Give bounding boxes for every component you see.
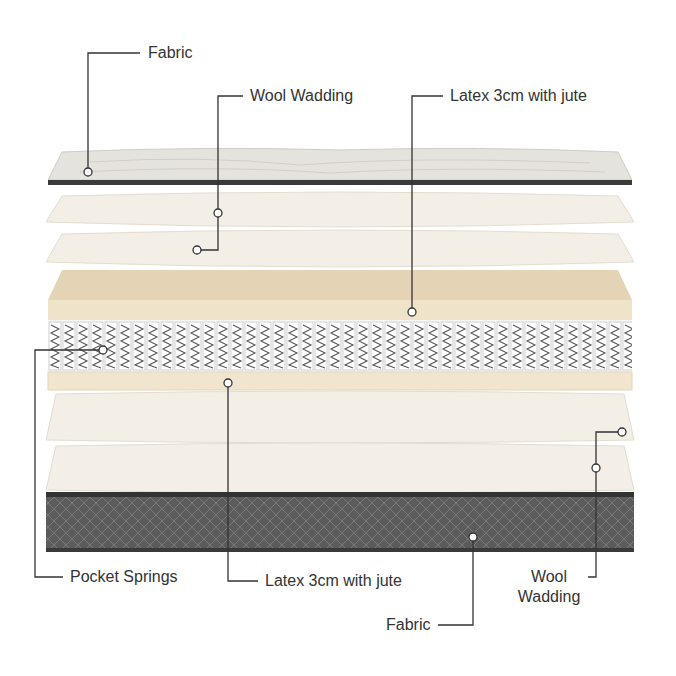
part-label: Wool Wadding <box>250 86 353 106</box>
part-label: Fabric <box>386 615 430 635</box>
part-label: Wool Wadding <box>508 567 590 607</box>
part-label: Pocket Springs <box>70 567 178 587</box>
leader-dots <box>84 168 626 541</box>
part-label: Fabric <box>148 43 192 63</box>
part-label: Latex 3cm with jute <box>450 86 587 106</box>
leader-lines <box>35 53 622 625</box>
part-label: Latex 3cm with jute <box>265 571 402 591</box>
